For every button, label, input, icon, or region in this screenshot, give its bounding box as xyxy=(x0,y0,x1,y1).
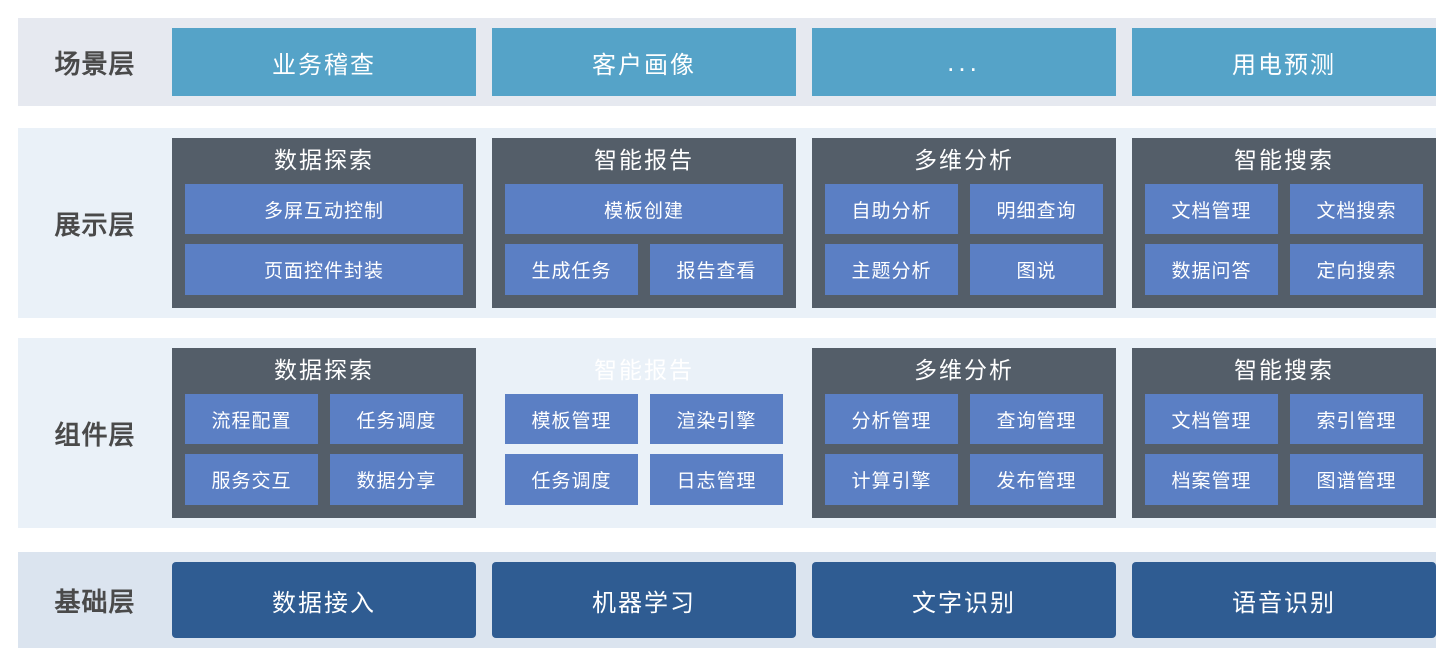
chip-analysis-management[interactable]: 分析管理 xyxy=(825,393,958,445)
chip-row: 生成任务 报告查看 xyxy=(505,244,783,296)
layer-label-component: 组件层 xyxy=(54,419,136,450)
chip-task-scheduling[interactable]: 任务调度 xyxy=(505,454,638,506)
card-title: 数据探索 xyxy=(274,147,374,173)
chip-task-scheduling[interactable]: 任务调度 xyxy=(330,393,463,445)
card-title: 智能搜索 xyxy=(1234,147,1334,173)
chip-detail-query[interactable]: 明细查询 xyxy=(970,183,1103,235)
layer-label-base: 基础层 xyxy=(54,586,136,617)
component-card-multidimensional-analysis[interactable]: 多维分析 分析管理 查询管理 计算引擎 发布管理 xyxy=(812,348,1116,518)
layer-label-presentation: 展示层 xyxy=(54,209,136,240)
card-chip-rows: 模板管理 渲染引擎 任务调度 日志管理 xyxy=(505,393,783,506)
chip-log-management[interactable]: 日志管理 xyxy=(650,454,783,506)
chip-template-management[interactable]: 模板管理 xyxy=(505,393,638,445)
scene-bar-list: 业务稽查 客户画像 ... 用电预测 xyxy=(172,18,1436,106)
card-chip-rows: 自助分析 明细查询 主题分析 图说 xyxy=(825,183,1103,296)
chip-row: 主题分析 图说 xyxy=(825,244,1103,296)
card-title: 数据探索 xyxy=(274,357,374,383)
chip-row: 档案管理 图谱管理 xyxy=(1145,454,1423,506)
chip-document-search[interactable]: 文档搜索 xyxy=(1290,183,1423,235)
chip-service-interaction[interactable]: 服务交互 xyxy=(185,454,318,506)
presentation-card-intelligent-search[interactable]: 智能搜索 文档管理 文档搜索 数据问答 定向搜索 xyxy=(1132,138,1436,308)
presentation-card-multidimensional-analysis[interactable]: 多维分析 自助分析 明细查询 主题分析 图说 xyxy=(812,138,1116,308)
card-title: 多维分析 xyxy=(914,147,1014,173)
card-chip-rows: 流程配置 任务调度 服务交互 数据分享 xyxy=(185,393,463,506)
chip-row: 分析管理 查询管理 xyxy=(825,393,1103,445)
layer-band-scene: 场景层 业务稽查 客户画像 ... 用电预测 xyxy=(18,18,1436,106)
chip-self-service-analysis[interactable]: 自助分析 xyxy=(825,183,958,235)
scene-bar-power-forecast[interactable]: 用电预测 xyxy=(1132,28,1436,96)
layer-band-base: 基础层 数据接入 机器学习 文字识别 语音识别 xyxy=(18,552,1436,648)
component-card-data-exploration[interactable]: 数据探索 流程配置 任务调度 服务交互 数据分享 xyxy=(172,348,476,518)
chip-data-sharing[interactable]: 数据分享 xyxy=(330,454,463,506)
presentation-card-list: 数据探索 多屏互动控制 页面控件封装 智能报告 模板创建 xyxy=(172,128,1436,318)
card-chip-rows: 分析管理 查询管理 计算引擎 发布管理 xyxy=(825,393,1103,506)
layer-label-scene: 场景层 xyxy=(54,48,136,79)
chip-compute-engine[interactable]: 计算引擎 xyxy=(825,454,958,506)
base-bar-speech-recognition[interactable]: 语音识别 xyxy=(1132,562,1436,638)
presentation-card-intelligent-report[interactable]: 智能报告 模板创建 生成任务 报告查看 xyxy=(492,138,796,308)
scene-bar-more[interactable]: ... xyxy=(812,28,1116,96)
chip-page-widget-encapsulation[interactable]: 页面控件封装 xyxy=(185,244,463,296)
base-bar-data-ingestion[interactable]: 数据接入 xyxy=(172,562,476,638)
chip-generate-task[interactable]: 生成任务 xyxy=(505,244,638,296)
component-card-intelligent-search[interactable]: 智能搜索 文档管理 索引管理 档案管理 图谱管理 xyxy=(1132,348,1436,518)
card-title: 智能搜索 xyxy=(1234,357,1334,383)
chip-row: 任务调度 日志管理 xyxy=(505,454,783,506)
chip-publish-management[interactable]: 发布管理 xyxy=(970,454,1103,506)
card-title: 智能报告 xyxy=(594,147,694,173)
chip-process-configuration[interactable]: 流程配置 xyxy=(185,393,318,445)
card-title: 智能报告 xyxy=(594,357,694,383)
card-title: 多维分析 xyxy=(914,357,1014,383)
card-chip-rows: 文档管理 文档搜索 数据问答 定向搜索 xyxy=(1145,183,1423,296)
chip-document-management[interactable]: 文档管理 xyxy=(1145,183,1278,235)
chip-row: 自助分析 明细查询 xyxy=(825,183,1103,235)
layer-band-presentation: 展示层 数据探索 多屏互动控制 页面控件封装 智能报告 模板创建 xyxy=(18,128,1436,318)
scene-bar-customer-profile[interactable]: 客户画像 xyxy=(492,28,796,96)
chip-knowledge-graph-management[interactable]: 图谱管理 xyxy=(1290,454,1423,506)
chip-row: 数据问答 定向搜索 xyxy=(1145,244,1423,296)
chip-chart-narrative[interactable]: 图说 xyxy=(970,244,1103,296)
card-chip-rows: 文档管理 索引管理 档案管理 图谱管理 xyxy=(1145,393,1423,506)
base-bar-ocr[interactable]: 文字识别 xyxy=(812,562,1116,638)
chip-row: 服务交互 数据分享 xyxy=(185,454,463,506)
base-bar-list: 数据接入 机器学习 文字识别 语音识别 xyxy=(172,552,1436,648)
chip-report-view[interactable]: 报告查看 xyxy=(650,244,783,296)
layer-band-component: 组件层 数据探索 流程配置 任务调度 服务交互 数据分享 智能报告 xyxy=(18,338,1436,528)
card-chip-rows: 模板创建 生成任务 报告查看 xyxy=(505,183,783,296)
presentation-card-data-exploration[interactable]: 数据探索 多屏互动控制 页面控件封装 xyxy=(172,138,476,308)
chip-targeted-search[interactable]: 定向搜索 xyxy=(1290,244,1423,296)
chip-template-creation[interactable]: 模板创建 xyxy=(505,183,783,235)
chip-document-management[interactable]: 文档管理 xyxy=(1145,393,1278,445)
chip-query-management[interactable]: 查询管理 xyxy=(970,393,1103,445)
chip-row: 文档管理 文档搜索 xyxy=(1145,183,1423,235)
chip-topic-analysis[interactable]: 主题分析 xyxy=(825,244,958,296)
chip-archive-management[interactable]: 档案管理 xyxy=(1145,454,1278,506)
chip-row: 多屏互动控制 xyxy=(185,183,463,235)
base-bar-machine-learning[interactable]: 机器学习 xyxy=(492,562,796,638)
chip-render-engine[interactable]: 渲染引擎 xyxy=(650,393,783,445)
chip-row: 计算引擎 发布管理 xyxy=(825,454,1103,506)
chip-data-qa[interactable]: 数据问答 xyxy=(1145,244,1278,296)
chip-index-management[interactable]: 索引管理 xyxy=(1290,393,1423,445)
component-card-intelligent-report[interactable]: 智能报告 模板管理 渲染引擎 任务调度 日志管理 xyxy=(492,348,796,518)
scene-bar-business-audit[interactable]: 业务稽查 xyxy=(172,28,476,96)
component-card-list: 数据探索 流程配置 任务调度 服务交互 数据分享 智能报告 模板管理 xyxy=(172,338,1436,528)
card-chip-rows: 多屏互动控制 页面控件封装 xyxy=(185,183,463,296)
chip-row: 页面控件封装 xyxy=(185,244,463,296)
chip-row: 模板创建 xyxy=(505,183,783,235)
chip-row: 文档管理 索引管理 xyxy=(1145,393,1423,445)
chip-row: 模板管理 渲染引擎 xyxy=(505,393,783,445)
chip-row: 流程配置 任务调度 xyxy=(185,393,463,445)
chip-multi-screen-interaction-control[interactable]: 多屏互动控制 xyxy=(185,183,463,235)
